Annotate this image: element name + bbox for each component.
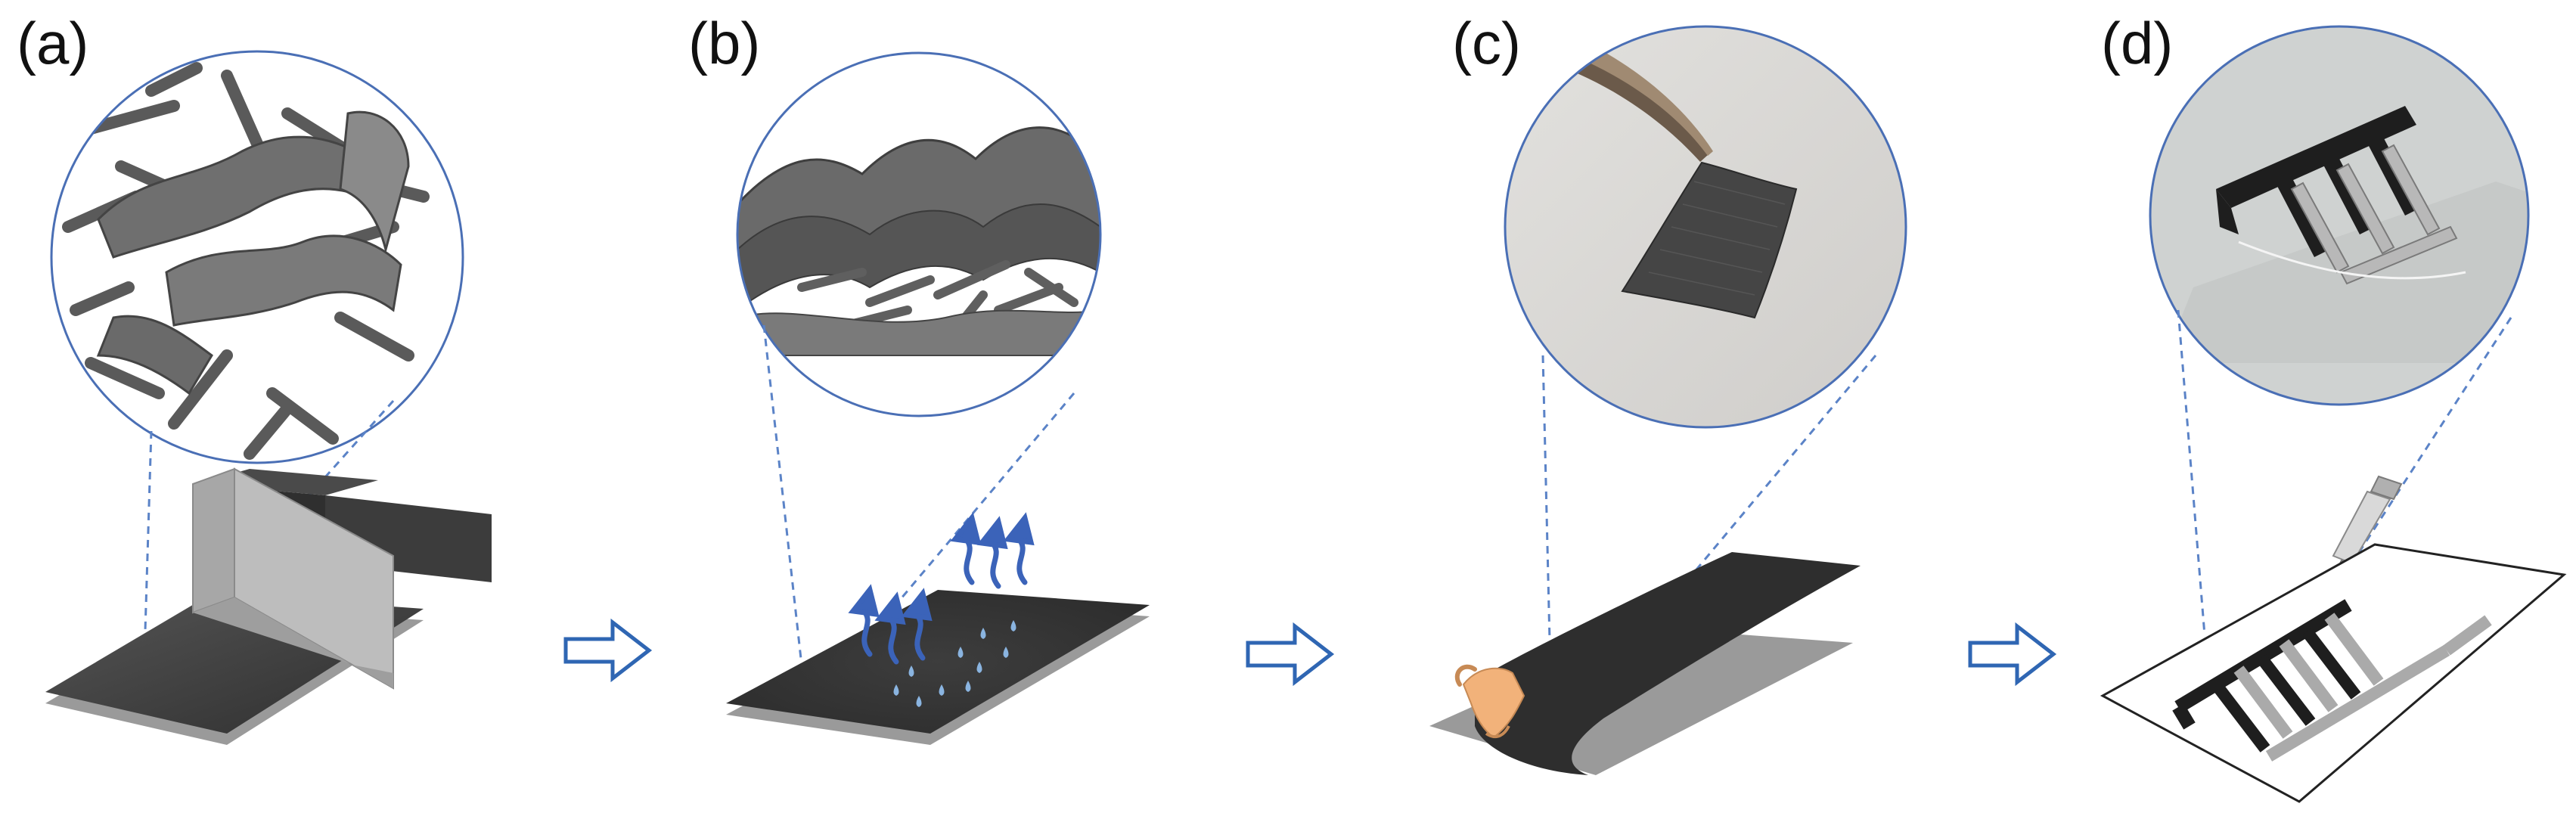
peeling-hand-icon [1454, 664, 1525, 739]
water-drop-icon [893, 620, 1016, 707]
panel-d [2100, 25, 2567, 803]
process-arrow-icon [1968, 622, 2057, 687]
nanowire-network-zoom [62, 62, 430, 460]
panel-label-b: (b) [688, 10, 761, 76]
panel-label-a: (a) [17, 10, 89, 76]
zoom-circle-d [2149, 25, 2530, 406]
interdigitated-electrode [2216, 106, 2458, 285]
aligned-layer-zoom [737, 126, 1100, 356]
film-b [726, 590, 1150, 734]
printed-electrode-photo [2150, 26, 2528, 405]
printed-pattern-d [2172, 599, 2492, 762]
panel-c [1429, 25, 1907, 775]
zoom-circle-c [1504, 25, 1907, 429]
zoom-circle-b [736, 51, 1102, 417]
panel-label-c: (c) [1452, 10, 1521, 76]
panel-a [45, 50, 492, 745]
process-arrow-icon [563, 618, 653, 683]
process-arrow-icon [1246, 622, 1335, 687]
syringe-icon [2332, 475, 2403, 579]
panel-b [726, 51, 1150, 745]
peeled-film-c [1475, 552, 1861, 775]
blade-coater-icon [192, 467, 492, 690]
evaporation-arrow-icon [848, 512, 1035, 665]
panel-label-d: (d) [2101, 10, 2174, 76]
zoom-circle-a [50, 50, 464, 464]
